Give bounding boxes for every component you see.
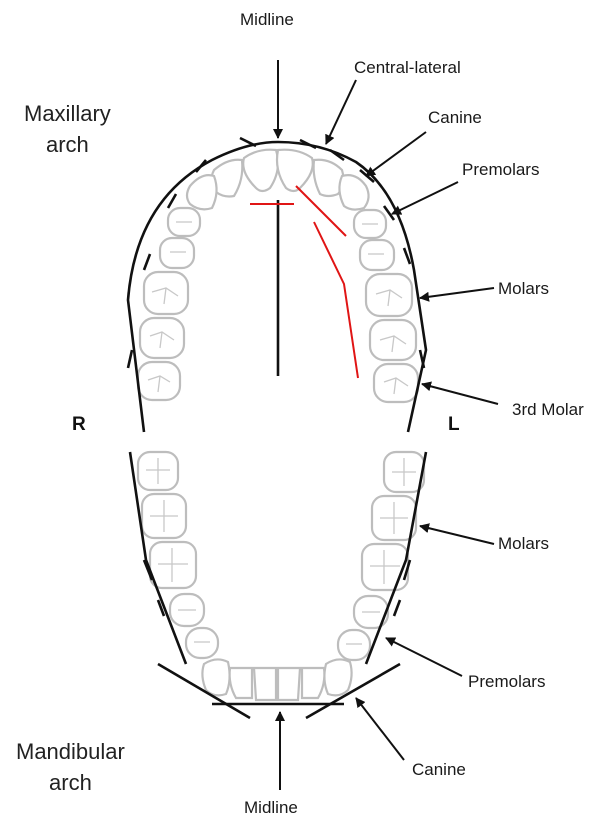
lower-lateral-incisor-right (230, 668, 252, 698)
upper-premolar-2-left (360, 240, 394, 270)
upper-central-incisor-left (277, 150, 313, 191)
upper-premolars-label: Premolars (462, 160, 539, 180)
lower-central-incisor-left (278, 668, 300, 700)
lower-molar-1-right (150, 542, 196, 588)
lower-midline-label: Midline (244, 798, 298, 818)
lower-lateral-incisor-left (302, 668, 324, 698)
central-lateral-label: Central-lateral (354, 58, 461, 78)
maxillary-title-line-2: arch (24, 129, 111, 160)
upper-central-incisor-right (243, 150, 278, 191)
upper-canine-right (187, 175, 217, 209)
maxillary-arch-title: Maxillary arch (24, 98, 111, 160)
lower-molars-label: Molars (498, 534, 549, 554)
upper-canine-left (339, 175, 368, 209)
mandibular-arch-title: Mandibular arch (16, 736, 125, 798)
lower-central-incisor-right (254, 668, 276, 700)
lower-canine-label: Canine (412, 760, 466, 780)
right-side-label: R (72, 414, 86, 436)
upper-midline-label: Midline (240, 10, 294, 30)
upper-molars-label: Molars (498, 279, 549, 299)
upper-canine-label: Canine (428, 108, 482, 128)
left-side-label: L (448, 414, 460, 436)
red-guidelines (250, 186, 358, 378)
lower-premolar-1-left (338, 630, 370, 660)
lower-canine-right (202, 659, 229, 695)
third-molar-label: 3rd Molar (512, 400, 584, 420)
mandibular-title-line-2: arch (16, 767, 125, 798)
maxillary-title-line-1: Maxillary (24, 98, 111, 129)
mandibular-teeth (138, 452, 424, 700)
lower-premolar-1-right (186, 628, 218, 658)
lower-molar-1-left (362, 544, 408, 590)
mandibular-title-line-1: Mandibular (16, 736, 125, 767)
lower-canine-left (324, 659, 351, 695)
upper-molar-2-right (140, 318, 184, 358)
upper-premolar-2-right (160, 238, 194, 268)
lower-premolars-label: Premolars (468, 672, 545, 692)
